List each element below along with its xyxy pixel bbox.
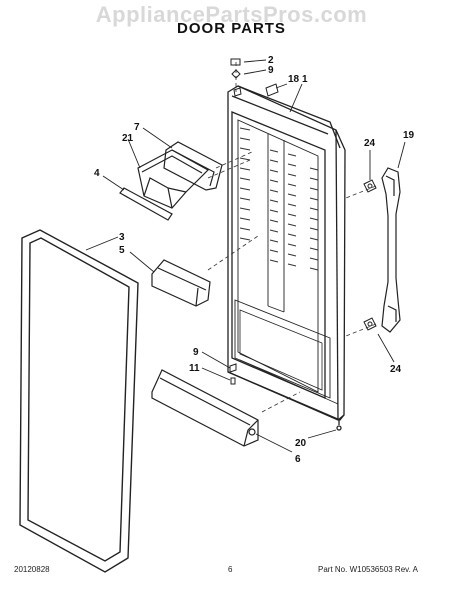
small-door-bin <box>151 259 211 307</box>
leader-lines <box>85 59 406 453</box>
callout-5: 5 <box>119 245 125 256</box>
callout-24-bottom: 24 <box>390 364 402 375</box>
door-gasket <box>19 229 139 573</box>
callout-2: 2 <box>268 55 274 66</box>
callout-24-top: 24 <box>364 138 376 149</box>
footer-date: 20120828 <box>14 565 50 574</box>
liner-shelf-rails <box>239 127 319 271</box>
callout-9-top: 9 <box>268 65 274 76</box>
callouts: 2 9 18 1 7 21 4 24 19 3 5 9 11 24 20 6 <box>94 55 415 465</box>
callout-1: 1 <box>302 74 308 85</box>
callout-11: 11 <box>189 363 200 374</box>
callout-9-bottom: 9 <box>193 347 199 358</box>
callout-7: 7 <box>134 122 140 133</box>
trim-strip <box>119 187 173 221</box>
page-title: DOOR PARTS <box>177 20 286 37</box>
footer-part-number: Part No. W10536503 Rev. A <box>318 565 418 574</box>
door-liner <box>227 85 346 431</box>
footer-page-number: 6 <box>228 565 233 574</box>
callout-19: 19 <box>403 130 415 141</box>
bottom-door-shelf <box>151 369 259 447</box>
part-18-stop <box>265 83 279 97</box>
callout-4: 4 <box>94 168 100 179</box>
callout-6: 6 <box>295 454 301 465</box>
callout-21: 21 <box>122 133 134 144</box>
upper-door-bin <box>137 141 223 209</box>
callout-20: 20 <box>295 438 307 449</box>
lower-hinge-parts <box>229 363 237 385</box>
assembly-lines <box>207 62 377 413</box>
part-20-screw <box>248 428 256 436</box>
door-handle <box>381 167 401 333</box>
handle-mount-screws <box>363 179 377 331</box>
part-9-bushing <box>231 69 241 79</box>
top-hinge-parts <box>230 58 279 97</box>
part-9-bushing-lower <box>233 87 242 97</box>
part-2-hinge-cap <box>230 58 241 66</box>
callout-3: 3 <box>119 232 125 243</box>
watermark: AppliancePartsPros.com <box>95 2 368 27</box>
callout-18: 18 <box>288 74 300 85</box>
